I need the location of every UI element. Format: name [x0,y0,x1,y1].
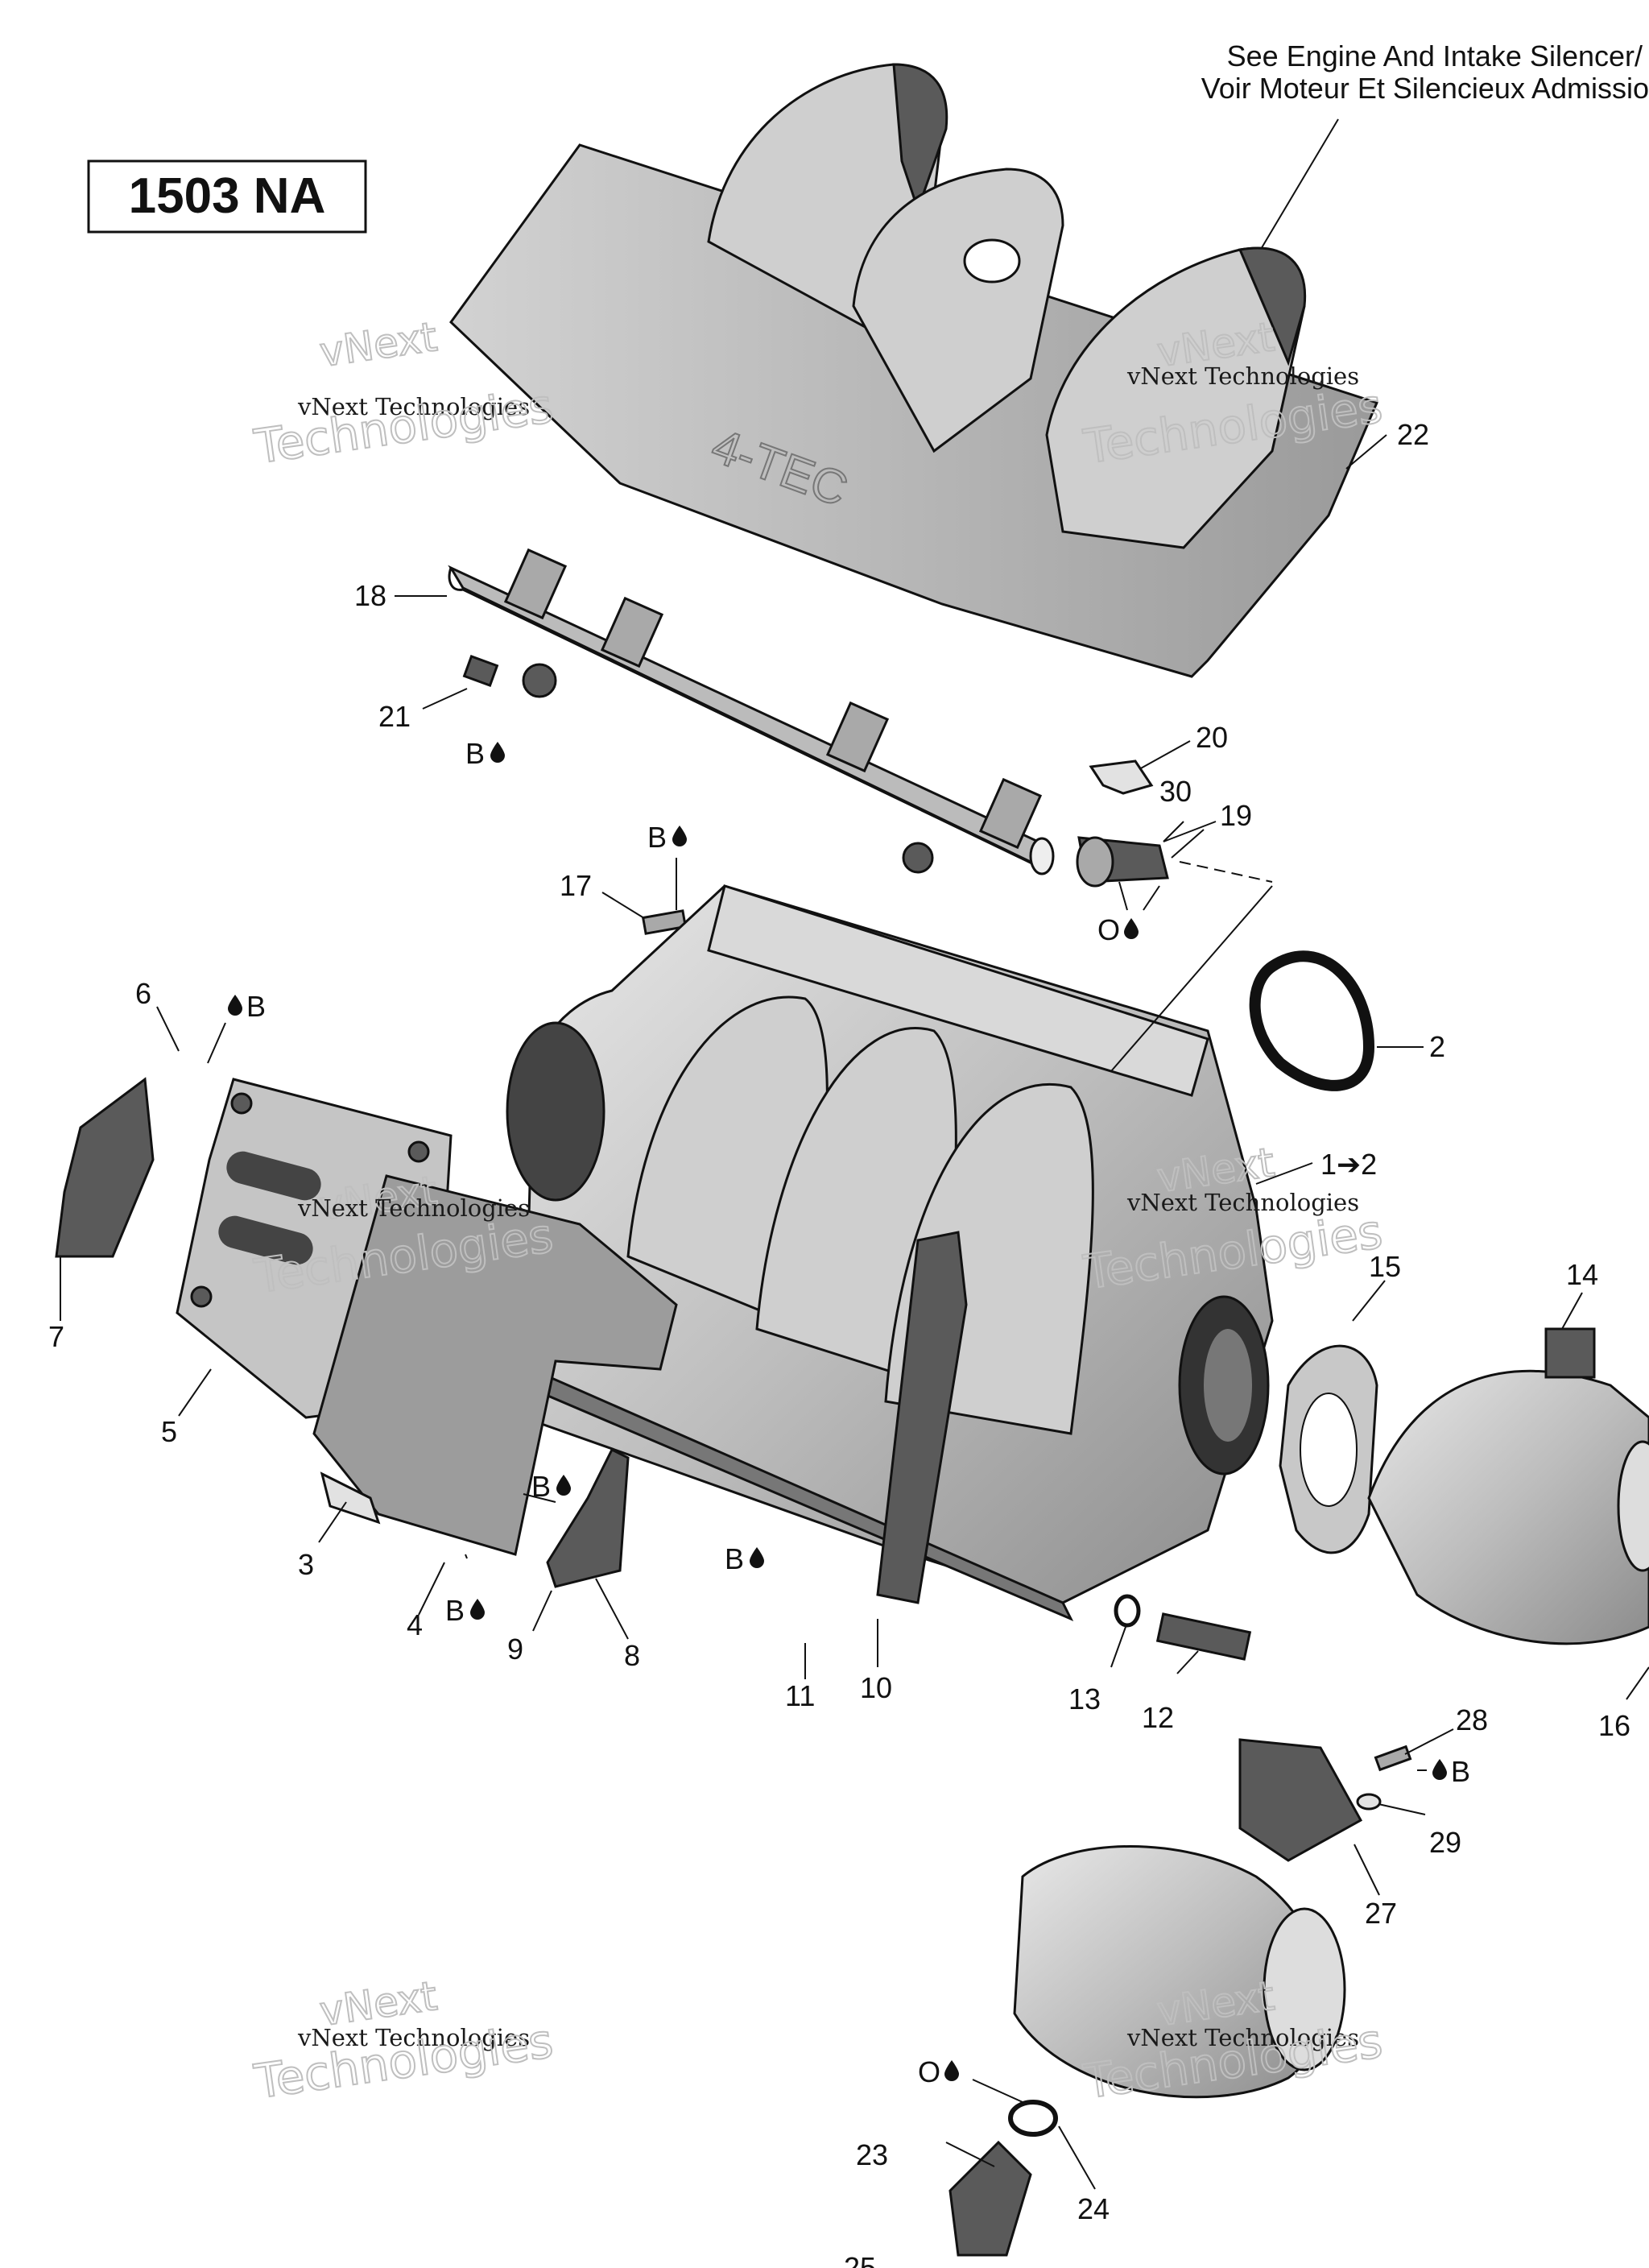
svg-text:vNext Technologies: vNext Technologies [1126,1189,1359,1216]
label-22: 22 [1397,418,1429,451]
lube-mark-11: B [725,1542,764,1575]
leader-lines [60,434,1649,2190]
svg-text:vNext: vNext [317,313,440,376]
bracket-plate-part-3 [312,1174,678,1556]
sensor-part-19 [1076,836,1169,888]
screw-part-17 [641,909,688,935]
label-19: 19 [1220,799,1252,832]
reference-note-line2: Voir Moteur Et Silencieux Admissio [1201,72,1649,105]
svg-text:B: B [465,737,485,770]
svg-text:vNext Technologies: vNext Technologies [1126,2024,1359,2051]
svg-text:vNext Technologies: vNext Technologies [1126,362,1359,390]
intake-manifold [506,884,1274,1621]
svg-text:O: O [918,2055,940,2088]
label-2: 2 [1429,1030,1445,1063]
svg-text:B: B [445,1594,465,1627]
label-21: 21 [378,700,411,733]
svg-text:B: B [647,821,667,854]
svg-text:B: B [531,1470,551,1503]
o-ring-part-24 [1008,2100,1058,2137]
label-15: 15 [1369,1250,1401,1283]
o-ring-part-13 [1114,1594,1141,1628]
bracket-part-10 [876,1231,968,1604]
lube-mark-19: O [1097,913,1139,946]
fuel-rail-part-18 [448,548,1055,875]
throttle-body-lower [1013,1845,1346,2099]
label-17: 17 [560,869,592,902]
lube-mark-24: O [918,2055,959,2088]
label-11: 11 [785,1679,815,1712]
lube-mark-21: B [465,737,505,770]
engine-cover-part-22: 4-TEC [449,63,1379,678]
svg-text:B: B [246,990,266,1023]
label-24: 24 [1077,2192,1110,2225]
label-3: 3 [298,1548,314,1581]
screw-part-21 [462,655,499,687]
lube-mark-6: B [228,990,266,1023]
label-20: 20 [1196,721,1228,754]
reference-note-line1: See Engine And Intake Silencer/ [1227,39,1643,72]
label-10: 10 [860,1671,892,1704]
label-bottom: 25 [844,2251,876,2268]
lubricant-marks: B B O B B B B B [228,737,1470,2088]
clip-part-7 [55,1077,155,1258]
lube-mark-17: B [647,821,687,854]
lube-mark-9: B [531,1470,571,1503]
label-8: 8 [624,1639,640,1672]
model-label: 1503 NA [129,168,326,224]
label-16: 16 [1598,1709,1630,1742]
svg-text:vNext Technologies: vNext Technologies [297,2024,530,2051]
label-28: 28 [1456,1703,1488,1736]
throttle-body-part-14 [1367,1327,1649,1645]
label-18: 18 [354,579,386,612]
svg-text:vNext Technologies: vNext Technologies [297,1194,530,1222]
svg-text:O: O [1097,913,1120,946]
screw-part-28 [1374,1744,1412,1772]
washer-part-29 [1356,1793,1382,1811]
label-27: 27 [1365,1897,1397,1930]
lube-mark-4: B [445,1594,485,1627]
svg-text:B: B [725,1542,744,1575]
watermark-5: vNext vNext Technologies Technologies [250,1972,556,2110]
sensor-part-27 [1238,1738,1363,1862]
label-7: 7 [48,1320,64,1353]
lube-mark-28: B [1432,1755,1470,1788]
label-4: 4 [407,1608,423,1641]
bracket-part-8 [546,1447,630,1588]
label-6: 6 [135,977,151,1010]
svg-text:vNext Technologies: vNext Technologies [297,393,530,420]
label-1-to-2: 1➔2 [1320,1148,1377,1181]
label-5: 5 [161,1415,177,1448]
label-12: 12 [1142,1701,1174,1734]
valve-part-23 [948,2140,1032,2257]
label-23: 23 [856,2138,888,2171]
label-9: 9 [507,1633,523,1666]
sensor-part-12 [1155,1612,1252,1661]
svg-text:B: B [1451,1755,1470,1788]
gasket-part-15 [1279,1344,1378,1554]
part-labels: 22 18 21 20 30 19 17 2 1➔2 6 7 5 15 14 3… [48,418,1630,2268]
label-13: 13 [1068,1682,1101,1715]
label-30: 30 [1159,775,1192,808]
clip-part-20 [1089,759,1154,795]
gasket-part-2 [1249,950,1375,1091]
label-29: 29 [1429,1826,1461,1859]
label-14: 14 [1566,1258,1598,1291]
model-label-box: 1503 NA [87,159,367,234]
